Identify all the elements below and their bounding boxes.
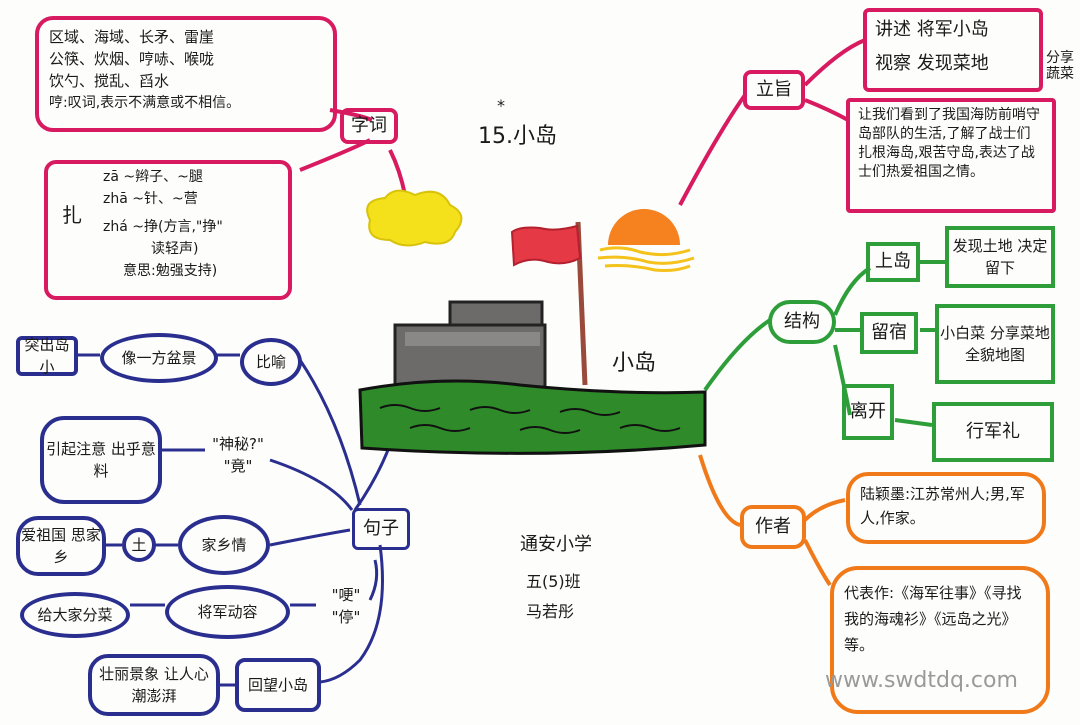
juzi-label: 句子 [352,508,410,550]
orange-connectors [698,454,846,587]
juzi-r3-a: 爱祖国 思家乡 [16,516,106,576]
juzi-r2-b: "神秘?" "竟" [212,435,264,475]
pink-connectors [299,38,866,206]
jiegou-label: 结构 [768,300,836,344]
lizhi-side-note: 分享蔬菜 [1046,50,1074,82]
author-works-box: 代表作:《海军往事》《寻找我的海魂衫》《远岛之光》等。 [830,566,1050,714]
school-name: 通安小学 [520,534,592,555]
juzi-r5-b: 回望小岛 [235,658,321,712]
zha-meaning: 意思:勉强支持) [123,263,218,279]
page-title: 15.小岛 [478,124,557,149]
juzi-r4-b: 将军动容 [165,585,290,639]
juzi-r4-c: "哽" "停" [331,586,361,626]
lizhi-line2: 视察 发现菜地 [875,53,989,74]
juzi-r1-b: 像一方盆景 [100,333,218,383]
heng-note: 哼:叹词,表示不满意或不相信。 [49,95,241,111]
juzi-r3-c: 家乡情 [178,515,270,575]
zha-box: 扎 zā ~辫子、~腿 zhā ~针、~营 zhá ~挣(方言,"挣" 读轻声)… [44,160,292,300]
ziici-words-line: 饮勺、搅乱、舀水 [49,72,170,90]
student-name: 马若彤 [526,602,575,621]
ziici-label: 字词 [340,108,398,144]
author-bio: 陆颖墨:江苏常州人;男,军人,作家。 [860,485,1025,527]
juzi-r2-a: 引起注意 出乎意料 [40,416,162,504]
lizhi-summary: 让我们看到了我国海防前哨守岛部队的生活,了解了战士们扎根海岛,艰苦守岛,表达了战… [858,107,1040,180]
juzi-r1-c: 比喻 [240,338,302,386]
stage-stay: 留宿 [860,312,918,354]
lizhi-label: 立旨 [743,70,805,110]
green-connectors [703,260,945,427]
zha-char: 扎 [62,203,82,227]
ziici-words-line: 公筷、炊烟、哼哧、喉咙 [49,50,215,68]
lizhi-line1: 讲述 将军小岛 [875,19,989,40]
zha-line: zā ~辫子、~腿 [103,169,203,185]
juzi-r3-b: 土 [122,528,156,562]
stage-landing: 上岛 [866,242,920,282]
juzi-r5-a: 壮丽景象 让人心潮澎湃 [88,654,220,716]
ziici-words-box: 区域、海域、长矛、雷崖 公筷、炊烟、哼哧、喉咙 饮勺、搅乱、舀水 哼:叹词,表示… [35,16,337,132]
zuozhe-label: 作者 [740,505,806,549]
boat-cabin [393,300,547,389]
school-class: 五(5)班 [526,572,581,591]
flag-drawing [510,221,588,386]
title-star: * [497,96,505,115]
blue-connectors [75,353,402,687]
lizhi-points-box: 讲述 将军小岛 视察 发现菜地 [863,8,1043,92]
zha-line: zhā ~针、~营 [103,191,198,207]
zha-line: zhá ~挣(方言,"挣" [103,219,223,235]
center-label: 小岛 [612,351,657,376]
boat-hull [358,379,707,455]
sun-drawing [597,209,695,272]
stage-landing-detail: 发现土地 决定留下 [945,226,1055,288]
author-works: 代表作:《海军往事》《寻找我的海魂衫》《远岛之光》等。 [844,584,1022,654]
juzi-r1-a: 突出岛小 [16,336,78,376]
author-bio-box: 陆颖墨:江苏常州人;男,军人,作家。 [846,472,1046,544]
zha-line: 读轻声) [151,241,199,257]
ziici-words-line: 区域、海域、长矛、雷崖 [49,28,215,46]
stage-stay-detail: 小白菜 分享菜地全貌地图 [935,304,1055,384]
lizhi-summary-box: 让我们看到了我国海防前哨守岛部队的生活,了解了战士们扎根海岛,艰苦守岛,表达了战… [846,98,1056,213]
cloud-drawing [366,189,463,247]
stage-leave-detail: 行军礼 [932,402,1054,462]
stage-leave: 离开 [842,384,894,440]
juzi-r4-a: 给大家分菜 [20,592,130,638]
watermark: www.swdtdq.com [825,668,1018,693]
